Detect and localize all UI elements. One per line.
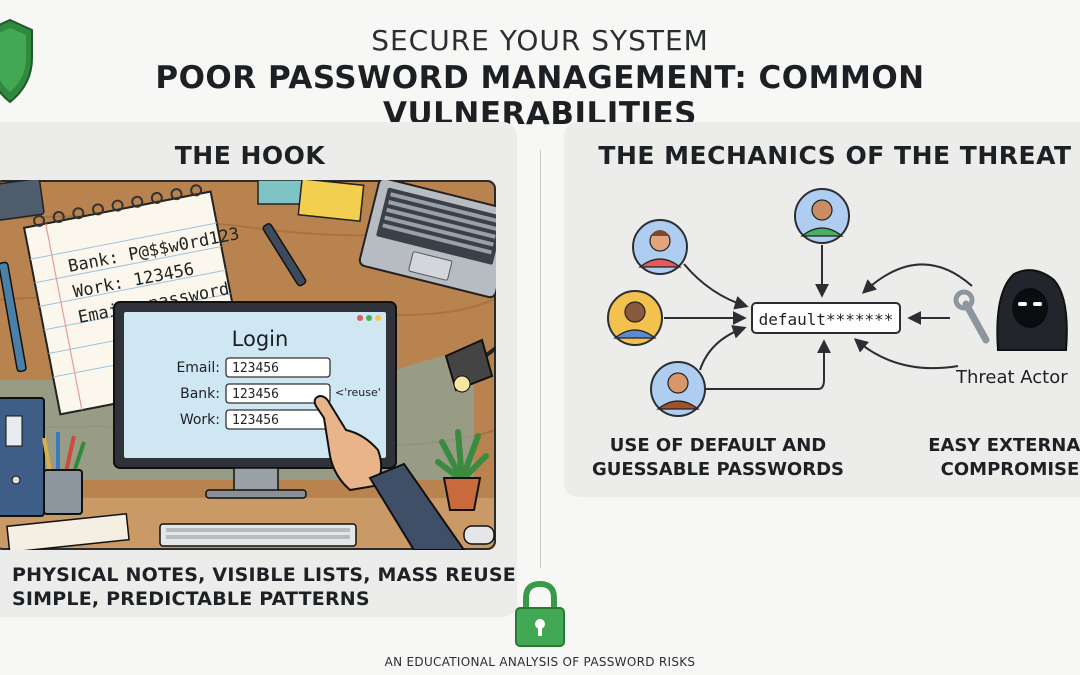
binder-icon	[0, 397, 45, 517]
shield-icon	[0, 18, 33, 104]
section-divider	[540, 150, 541, 568]
caption-external-line-1: EASY EXTERNAL	[928, 435, 1080, 456]
hacker-icon	[996, 269, 1068, 351]
threat-actor-label: Threat Actor	[955, 367, 1068, 388]
login-email-value: 123456	[232, 361, 279, 376]
login-bank-value: 123456	[232, 387, 279, 402]
caption-external-compromise: EASY EXTERNAL COMPROMISE	[900, 434, 1080, 482]
hook-caption: PHYSICAL NOTES, VISIBLE LISTS, MASS REUS…	[12, 563, 516, 611]
login-title: Login	[232, 327, 289, 351]
pen-icon	[262, 223, 307, 287]
laptop-icon	[358, 180, 496, 299]
wrench-icon	[953, 289, 990, 344]
caption-default-line-1: USE OF DEFAULT AND	[609, 435, 827, 456]
threat-flow-diagram: default******* Threat Actor	[607, 188, 1068, 417]
pointing-hand-icon	[313, 394, 466, 550]
login-email-label: Email:	[176, 360, 220, 376]
hook-caption-line-1: PHYSICAL NOTES, VISIBLE LISTS, MASS REUS…	[12, 564, 516, 586]
caption-default-passwords: USE OF DEFAULT AND GUESSABLE PASSWORDS	[578, 434, 858, 482]
pencil-cup-icon	[42, 432, 86, 515]
mechanics-title: THE MECHANICS OF THE THREAT	[598, 141, 1072, 170]
desk-scene-illustration: Bank: P@$$w0rd123 Work: 123456 Email: pa…	[0, 180, 496, 550]
user-icon	[650, 361, 706, 417]
desk-lamp-icon	[444, 338, 496, 393]
plant-icon	[435, 429, 489, 511]
login-work-value: 123456	[232, 413, 279, 428]
caption-default-line-2: GUESSABLE PASSWORDS	[592, 459, 844, 480]
padlock-icon	[515, 580, 565, 647]
login-work-label: Work:	[180, 412, 220, 428]
hook-title: THE HOOK	[174, 141, 326, 170]
user-icon	[632, 219, 688, 275]
page-kicker: SECURE YOUR SYSTEM	[371, 24, 709, 57]
user-icon	[794, 188, 850, 244]
login-bank-label: Bank:	[180, 386, 220, 402]
reuse-tag: <'reuse'	[335, 386, 381, 399]
password-box: default*******	[759, 310, 894, 329]
hook-caption-line-2: SIMPLE, PREDICTABLE PATTERNS	[12, 588, 370, 610]
caption-external-line-2: COMPROMISE	[940, 459, 1080, 480]
user-icon	[607, 290, 663, 346]
footer-text: AN EDUCATIONAL ANALYSIS OF PASSWORD RISK…	[384, 655, 696, 669]
